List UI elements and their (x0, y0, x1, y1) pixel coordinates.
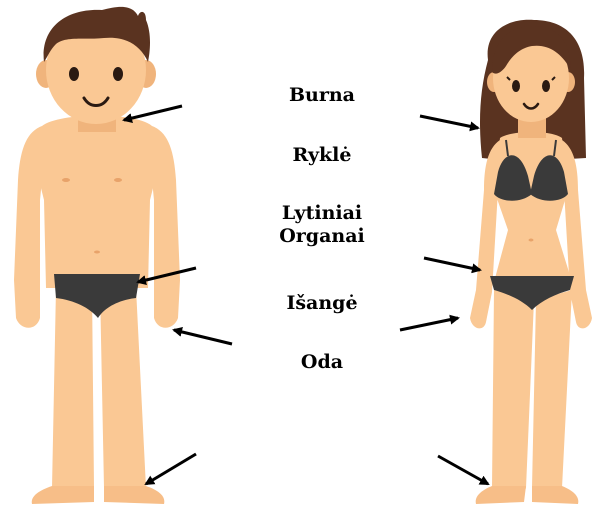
female-leg-left (486, 290, 534, 502)
label-lytiniai-line1: Lytiniai (232, 202, 412, 225)
male-nipple (62, 178, 70, 182)
male-arm-left (14, 126, 44, 328)
arrow-icon (400, 318, 458, 330)
male-figure (14, 7, 180, 504)
label-lytiniai-organai: Lytiniai Organai (232, 202, 412, 248)
male-nipple (114, 178, 122, 182)
male-eye (69, 67, 79, 81)
label-burna: Burna (232, 84, 412, 107)
female-figure (470, 20, 592, 504)
label-lytiniai-line2: Organai (232, 225, 412, 248)
arrow-icon (174, 330, 232, 344)
female-torso (494, 132, 572, 282)
arrow-icon (124, 106, 182, 120)
male-torso (34, 116, 160, 289)
arrow-icon (424, 258, 480, 270)
male-foot-right (104, 486, 164, 504)
female-eye (512, 80, 520, 92)
male-leg-right (100, 288, 154, 502)
female-foot-left (476, 486, 526, 504)
male-arm-right (150, 126, 180, 328)
female-foot-right (532, 486, 578, 504)
male-leg-left (44, 288, 94, 502)
label-oda: Oda (232, 351, 412, 374)
male-foot-left (32, 486, 94, 504)
male-eye (113, 67, 123, 81)
arrow-icon (420, 116, 478, 128)
label-rykle: Ryklė (232, 144, 412, 167)
female-eye (542, 80, 550, 92)
female-leg-right (532, 290, 572, 502)
male-navel (94, 251, 100, 254)
arrow-icon (146, 454, 196, 484)
female-navel (529, 239, 534, 242)
arrow-icon (438, 456, 488, 484)
label-isange: Išangė (232, 292, 412, 315)
